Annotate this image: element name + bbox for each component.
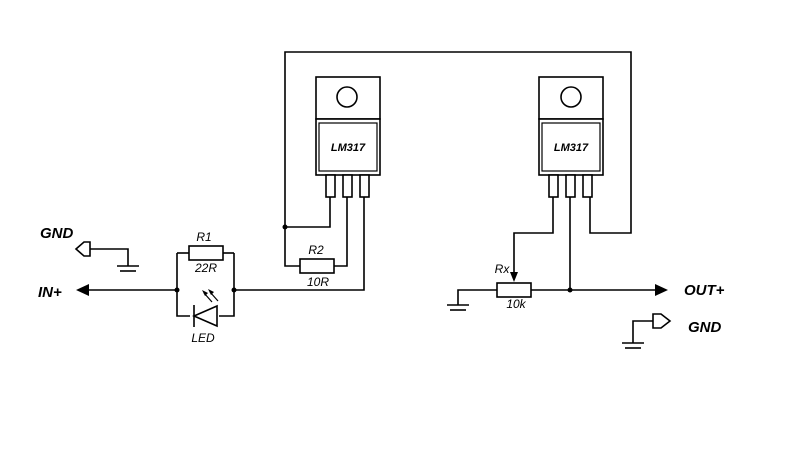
in-gnd-wire bbox=[90, 248, 129, 266]
regulator-1-label: LM317 bbox=[331, 142, 366, 154]
regulator-2-body-inner bbox=[541, 122, 601, 172]
regulator-2: LM317 bbox=[538, 76, 604, 198]
rx-wiper-arrow bbox=[510, 272, 518, 282]
regulator-1-mount-hole bbox=[336, 86, 358, 108]
parallel-right-wire bbox=[219, 253, 235, 317]
parallel-left-wire bbox=[176, 253, 190, 317]
reg2-adj-wire bbox=[513, 197, 554, 272]
led-diode: LED bbox=[191, 289, 219, 345]
in-plus-terminal-arrow bbox=[76, 284, 89, 296]
resistor-r1-name: R1 bbox=[196, 230, 211, 244]
led-label: LED bbox=[191, 331, 215, 345]
resistor-r2-name: R2 bbox=[308, 243, 324, 257]
potentiometer-rx-body bbox=[496, 282, 532, 298]
regulator-2-pin-in bbox=[582, 174, 593, 198]
in-gnd-terminal-arrow bbox=[74, 241, 91, 257]
potentiometer-rx: Rx 10k bbox=[495, 262, 532, 311]
out-plus-terminal-arrow bbox=[655, 284, 668, 296]
resistor-r1-body bbox=[188, 245, 224, 261]
resistor-r2-body bbox=[299, 258, 335, 274]
regulator-1-pin-adj bbox=[325, 174, 336, 198]
led-light-arrow-1-head bbox=[202, 290, 208, 296]
regulator-1-body bbox=[315, 118, 381, 176]
in-plus-label: IN+ bbox=[38, 284, 62, 301]
potentiometer-rx-value: 10k bbox=[506, 297, 526, 311]
regulator-1: LM317 bbox=[315, 76, 381, 198]
ground-symbol-in bbox=[117, 265, 139, 272]
regulator-2-pin-adj bbox=[548, 174, 559, 198]
out-gnd-wire bbox=[632, 320, 653, 343]
ground-symbol-rx bbox=[447, 304, 469, 311]
led-light-arrow-2-head bbox=[208, 289, 214, 295]
potentiometer-rx-name: Rx bbox=[495, 262, 511, 276]
out-gnd-label: GND bbox=[688, 319, 722, 336]
resistor-r2-value: 10R bbox=[307, 275, 329, 289]
led-diode-triangle bbox=[191, 304, 218, 328]
out-gnd-terminal-arrow bbox=[652, 313, 672, 329]
junction-reg1-adj bbox=[282, 224, 288, 230]
junction-output bbox=[567, 287, 573, 293]
regulator-1-body-inner bbox=[318, 122, 378, 172]
regulator-2-pin-out bbox=[565, 174, 576, 198]
reg1-in-wire bbox=[234, 197, 365, 291]
regulator-2-label: LM317 bbox=[554, 142, 589, 154]
ground-symbol-out bbox=[622, 342, 644, 349]
resistor-r2: R2 10R bbox=[299, 243, 335, 289]
reg1-out-wire bbox=[334, 197, 348, 267]
regulator-1-pin-out bbox=[342, 174, 353, 198]
out-plus-label: OUT+ bbox=[684, 282, 725, 299]
in-gnd-label: GND bbox=[40, 225, 74, 242]
rx-ground-wire bbox=[457, 289, 497, 305]
resistor-r1: R1 22R bbox=[188, 230, 224, 275]
regulator-1-pin-in bbox=[359, 174, 370, 198]
regulator-2-mount-hole bbox=[560, 86, 582, 108]
resistor-r1-value: 22R bbox=[194, 261, 217, 275]
top-loop-wire bbox=[284, 51, 632, 234]
regulator-2-body bbox=[538, 118, 604, 176]
